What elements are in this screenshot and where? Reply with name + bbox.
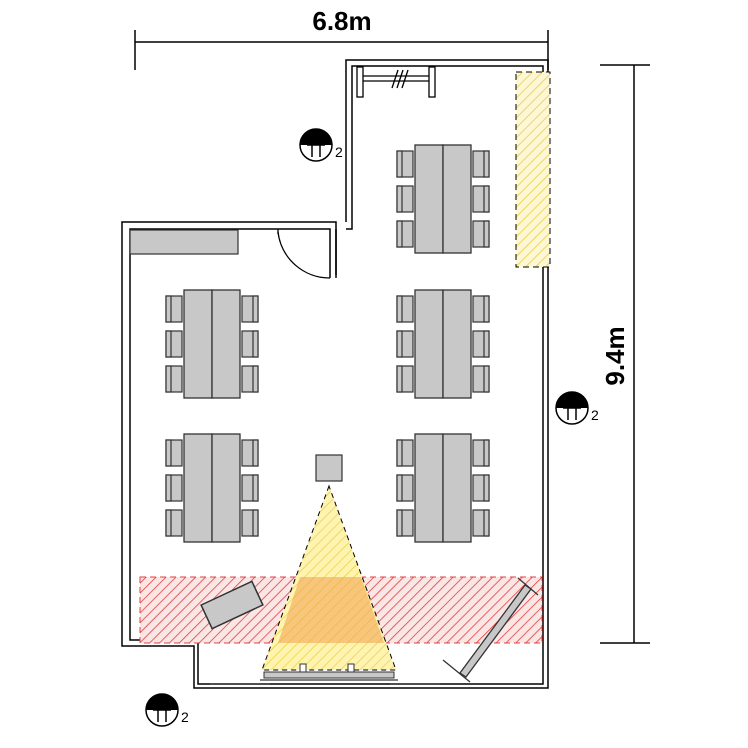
chair — [396, 509, 414, 537]
table — [183, 433, 213, 543]
chair — [472, 295, 490, 323]
chair — [396, 330, 414, 358]
wall-cabinet — [129, 229, 239, 255]
height-dimension: 9.4m — [600, 64, 650, 644]
lectern — [200, 580, 264, 630]
section-marker-icon: 2 — [555, 391, 599, 425]
chair — [472, 150, 490, 178]
chair — [241, 474, 259, 502]
chair — [165, 295, 183, 323]
chair — [165, 330, 183, 358]
section-marker-icon: 2 — [145, 693, 189, 727]
chair — [396, 474, 414, 502]
chair — [396, 439, 414, 467]
chair — [472, 439, 490, 467]
chair — [165, 474, 183, 502]
storage-area — [515, 71, 551, 268]
table-group — [396, 144, 490, 254]
table — [211, 433, 241, 543]
chair — [472, 220, 490, 248]
chair — [396, 150, 414, 178]
door-swing-icon — [277, 229, 331, 279]
table-group — [396, 289, 490, 399]
chair — [165, 365, 183, 393]
width-label: 6.8m — [312, 6, 371, 36]
table-group — [396, 433, 490, 543]
table-group — [165, 433, 259, 543]
chair — [396, 295, 414, 323]
table — [183, 289, 213, 399]
chair — [472, 474, 490, 502]
chair — [472, 509, 490, 537]
screen-icon — [210, 663, 440, 685]
table — [442, 289, 472, 399]
projection-overlap — [278, 577, 384, 643]
chair — [241, 509, 259, 537]
section-markers: 2 2 2 — [145, 128, 599, 727]
projector-icon — [315, 454, 343, 482]
chair — [396, 185, 414, 213]
chair — [396, 220, 414, 248]
marker-label: 2 — [335, 144, 343, 160]
chair — [241, 365, 259, 393]
chair — [241, 295, 259, 323]
table — [211, 289, 241, 399]
chair — [241, 330, 259, 358]
table — [442, 144, 472, 254]
chair — [396, 365, 414, 393]
table-groups — [165, 144, 490, 543]
table — [414, 289, 444, 399]
table — [414, 144, 444, 254]
chair — [472, 330, 490, 358]
marker-label: 2 — [181, 709, 189, 725]
coat-rack-icon — [356, 66, 436, 98]
chair — [241, 439, 259, 467]
table — [442, 433, 472, 543]
chair — [165, 509, 183, 537]
walls — [121, 59, 549, 689]
height-label: 9.4m — [600, 326, 630, 385]
chair — [165, 439, 183, 467]
marker-label: 2 — [591, 407, 599, 423]
section-marker-icon: 2 — [299, 128, 343, 162]
chair — [472, 365, 490, 393]
flipchart-stand — [442, 577, 539, 683]
table-group — [165, 289, 259, 399]
width-dimension: 6.8m — [134, 6, 549, 70]
chair — [472, 185, 490, 213]
table — [414, 433, 444, 543]
